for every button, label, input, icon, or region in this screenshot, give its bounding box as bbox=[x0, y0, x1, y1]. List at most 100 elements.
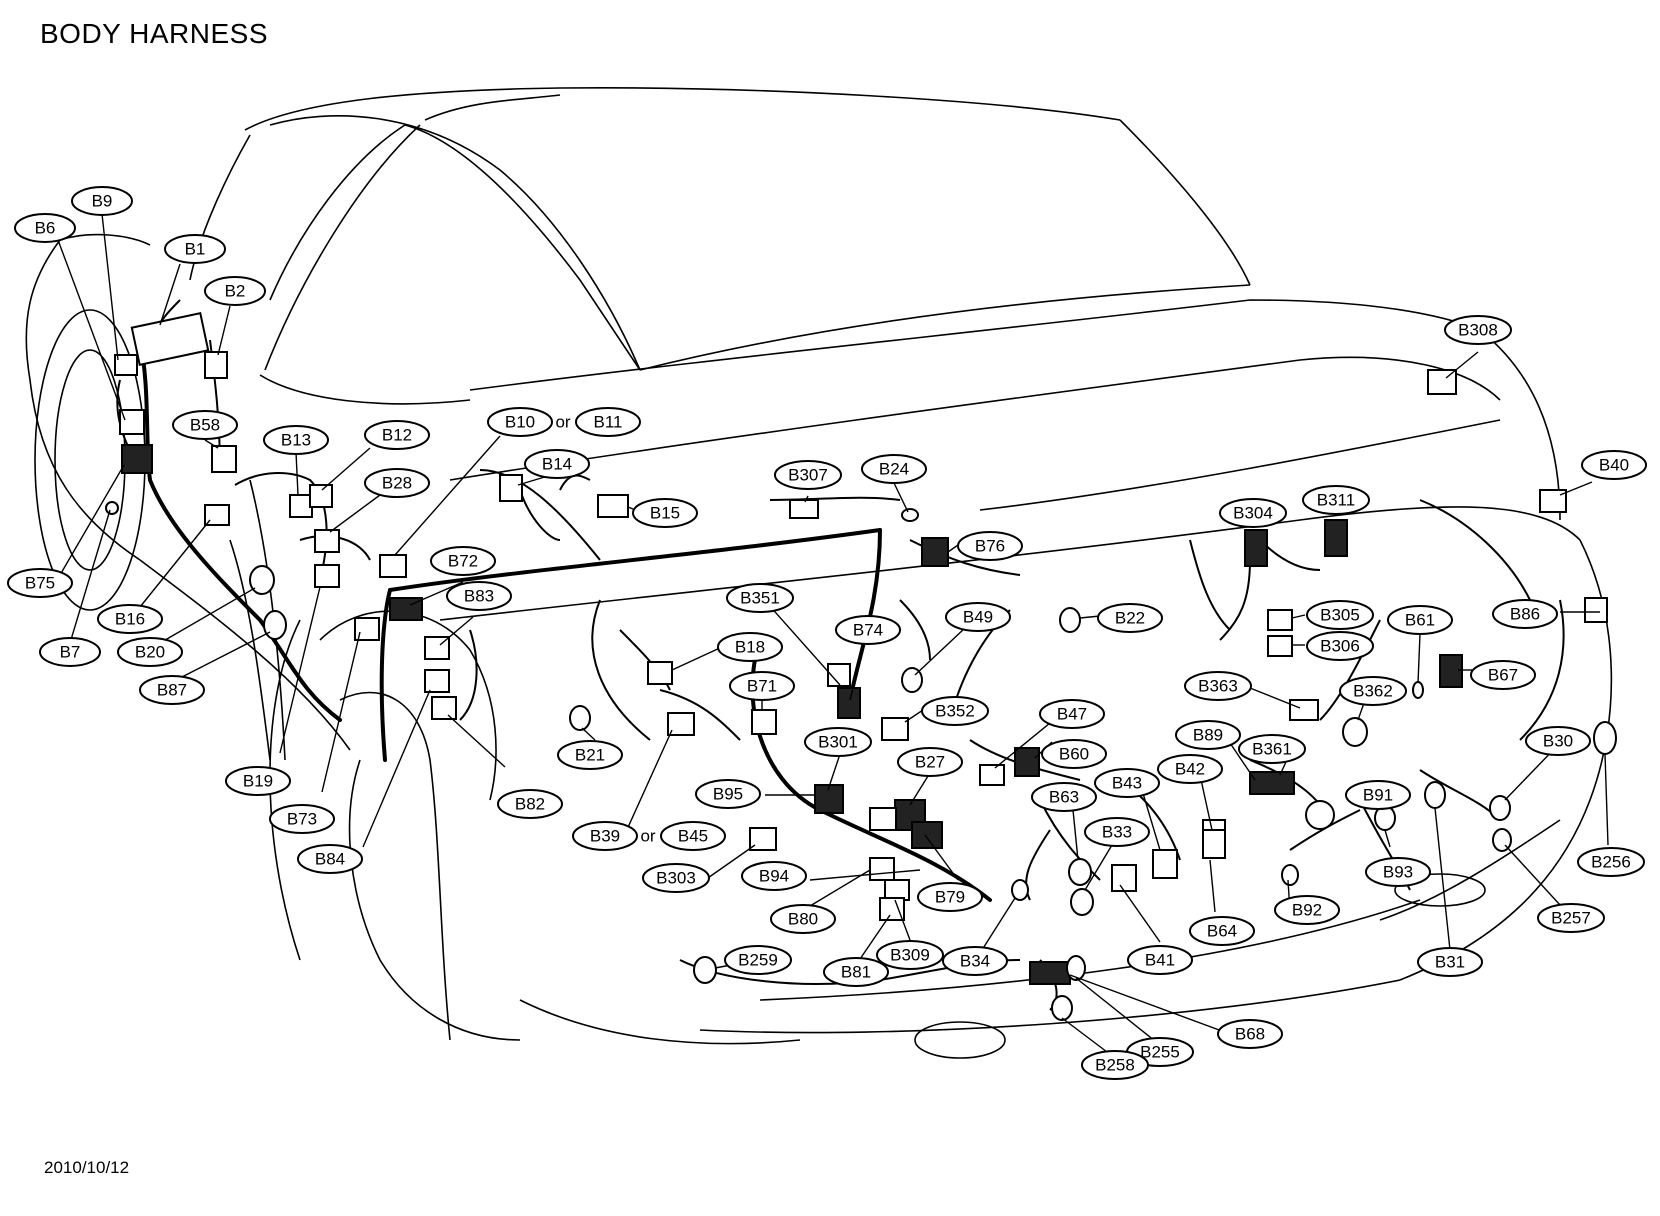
svg-text:B68: B68 bbox=[1235, 1025, 1265, 1044]
label-b9: B9 bbox=[71, 186, 133, 216]
svg-text:B351: B351 bbox=[740, 589, 780, 608]
connector-b303 bbox=[749, 827, 777, 851]
label-b13: B13 bbox=[263, 425, 329, 455]
connector-b60 bbox=[1014, 747, 1040, 777]
label-b24: B24 bbox=[861, 454, 927, 484]
connectors bbox=[105, 311, 1617, 1021]
label-b15: B15 bbox=[632, 498, 698, 528]
connector-b31 bbox=[1424, 781, 1446, 809]
svg-text:B361: B361 bbox=[1252, 740, 1292, 759]
connector-b14 bbox=[499, 474, 523, 502]
label-b351: B351 bbox=[726, 583, 794, 613]
connector-b74 bbox=[837, 687, 861, 719]
svg-text:B10: B10 bbox=[505, 413, 535, 432]
svg-text:B256: B256 bbox=[1591, 853, 1631, 872]
label-b10: B10 bbox=[487, 407, 553, 437]
connector-b34 bbox=[1011, 879, 1029, 901]
svg-text:B301: B301 bbox=[818, 733, 858, 752]
connector-b91 bbox=[1305, 800, 1335, 830]
connector-b63 bbox=[1068, 858, 1092, 886]
connector-b40 bbox=[1539, 489, 1567, 513]
label-b63: B63 bbox=[1031, 782, 1097, 812]
label-b28: B28 bbox=[364, 468, 430, 498]
label-b257: B257 bbox=[1537, 903, 1605, 933]
connector-b20 bbox=[249, 565, 275, 595]
svg-text:B258: B258 bbox=[1095, 1056, 1135, 1075]
label-b94: B94 bbox=[741, 861, 807, 891]
label-b1: B1 bbox=[164, 234, 226, 264]
label-b20: B20 bbox=[117, 637, 183, 667]
connector-b41 bbox=[1111, 864, 1137, 892]
svg-text:B257: B257 bbox=[1551, 909, 1591, 928]
connector-b75 bbox=[121, 444, 153, 474]
svg-text:B362: B362 bbox=[1353, 682, 1393, 701]
connector-b30 bbox=[1489, 795, 1511, 821]
connector-b363 bbox=[1289, 699, 1319, 721]
svg-text:B49: B49 bbox=[963, 608, 993, 627]
callout-labels: B9 B6 B1 B2 B58 B13 B12 B28 B10 or B11 B… bbox=[7, 186, 1647, 1080]
connector-b306 bbox=[1267, 635, 1293, 657]
label-b45: B45 bbox=[660, 821, 726, 851]
connector-b256 bbox=[1593, 721, 1617, 755]
connector-b71 bbox=[751, 709, 777, 735]
connector-b28 bbox=[314, 529, 340, 553]
connector-b305 bbox=[1267, 609, 1293, 631]
svg-text:B83: B83 bbox=[464, 587, 494, 606]
connector-b255 bbox=[1066, 955, 1086, 981]
label-b84: B84 bbox=[297, 844, 363, 874]
svg-text:B15: B15 bbox=[650, 504, 680, 523]
connector-b311 bbox=[1324, 519, 1348, 557]
svg-text:B79: B79 bbox=[935, 888, 965, 907]
connector-b301 bbox=[814, 784, 844, 814]
svg-text:B308: B308 bbox=[1458, 321, 1498, 340]
label-b47: B47 bbox=[1039, 699, 1105, 729]
label-b301: B301 bbox=[804, 727, 872, 757]
connector-b307 bbox=[789, 499, 819, 519]
svg-text:B255: B255 bbox=[1140, 1043, 1180, 1062]
label-b43: B43 bbox=[1094, 768, 1160, 798]
label-b76: B76 bbox=[957, 531, 1023, 561]
svg-text:B27: B27 bbox=[915, 753, 945, 772]
svg-text:B24: B24 bbox=[879, 460, 909, 479]
label-b92: B92 bbox=[1274, 895, 1340, 925]
connector-b95 bbox=[869, 807, 897, 831]
svg-text:B18: B18 bbox=[735, 638, 765, 657]
svg-text:B311: B311 bbox=[1317, 491, 1355, 510]
svg-text:B80: B80 bbox=[788, 910, 818, 929]
label-b74: B74 bbox=[835, 615, 901, 645]
label-b41: B41 bbox=[1127, 945, 1193, 975]
svg-text:B86: B86 bbox=[1510, 605, 1540, 624]
label-b306: B306 bbox=[1306, 631, 1374, 661]
svg-text:B40: B40 bbox=[1599, 456, 1629, 475]
label-b352: B352 bbox=[921, 696, 989, 726]
label-b49: B49 bbox=[945, 602, 1011, 632]
car-body-outline bbox=[25, 87, 1613, 1059]
connector-b19 bbox=[314, 564, 340, 588]
connector-b259 bbox=[693, 956, 717, 984]
connector-b13 bbox=[289, 494, 313, 518]
label-b82: B82 bbox=[497, 789, 563, 819]
label-b95: B95 bbox=[695, 779, 761, 809]
connector-b92 bbox=[1281, 864, 1299, 886]
page-title: BODY HARNESS bbox=[40, 18, 268, 49]
svg-text:B20: B20 bbox=[135, 643, 165, 662]
connector-b79 bbox=[911, 821, 943, 849]
label-b7: B7 bbox=[39, 637, 101, 667]
svg-text:B352: B352 bbox=[935, 702, 975, 721]
connector-b352 bbox=[881, 717, 909, 741]
svg-text:B33: B33 bbox=[1102, 823, 1132, 842]
label-b91: B91 bbox=[1345, 780, 1411, 810]
connector-b16 bbox=[204, 504, 230, 526]
svg-text:B63: B63 bbox=[1049, 788, 1079, 807]
svg-text:B64: B64 bbox=[1207, 922, 1237, 941]
connector-b257 bbox=[1492, 828, 1512, 852]
svg-text:B303: B303 bbox=[656, 869, 696, 888]
svg-text:B305: B305 bbox=[1320, 606, 1360, 625]
label-b60: B60 bbox=[1041, 739, 1107, 769]
svg-text:B61: B61 bbox=[1405, 611, 1435, 630]
svg-text:B91: B91 bbox=[1363, 786, 1393, 805]
connector-b22 bbox=[1059, 607, 1081, 633]
label-b14: B14 bbox=[524, 449, 590, 479]
label-b75: B75 bbox=[7, 568, 73, 598]
